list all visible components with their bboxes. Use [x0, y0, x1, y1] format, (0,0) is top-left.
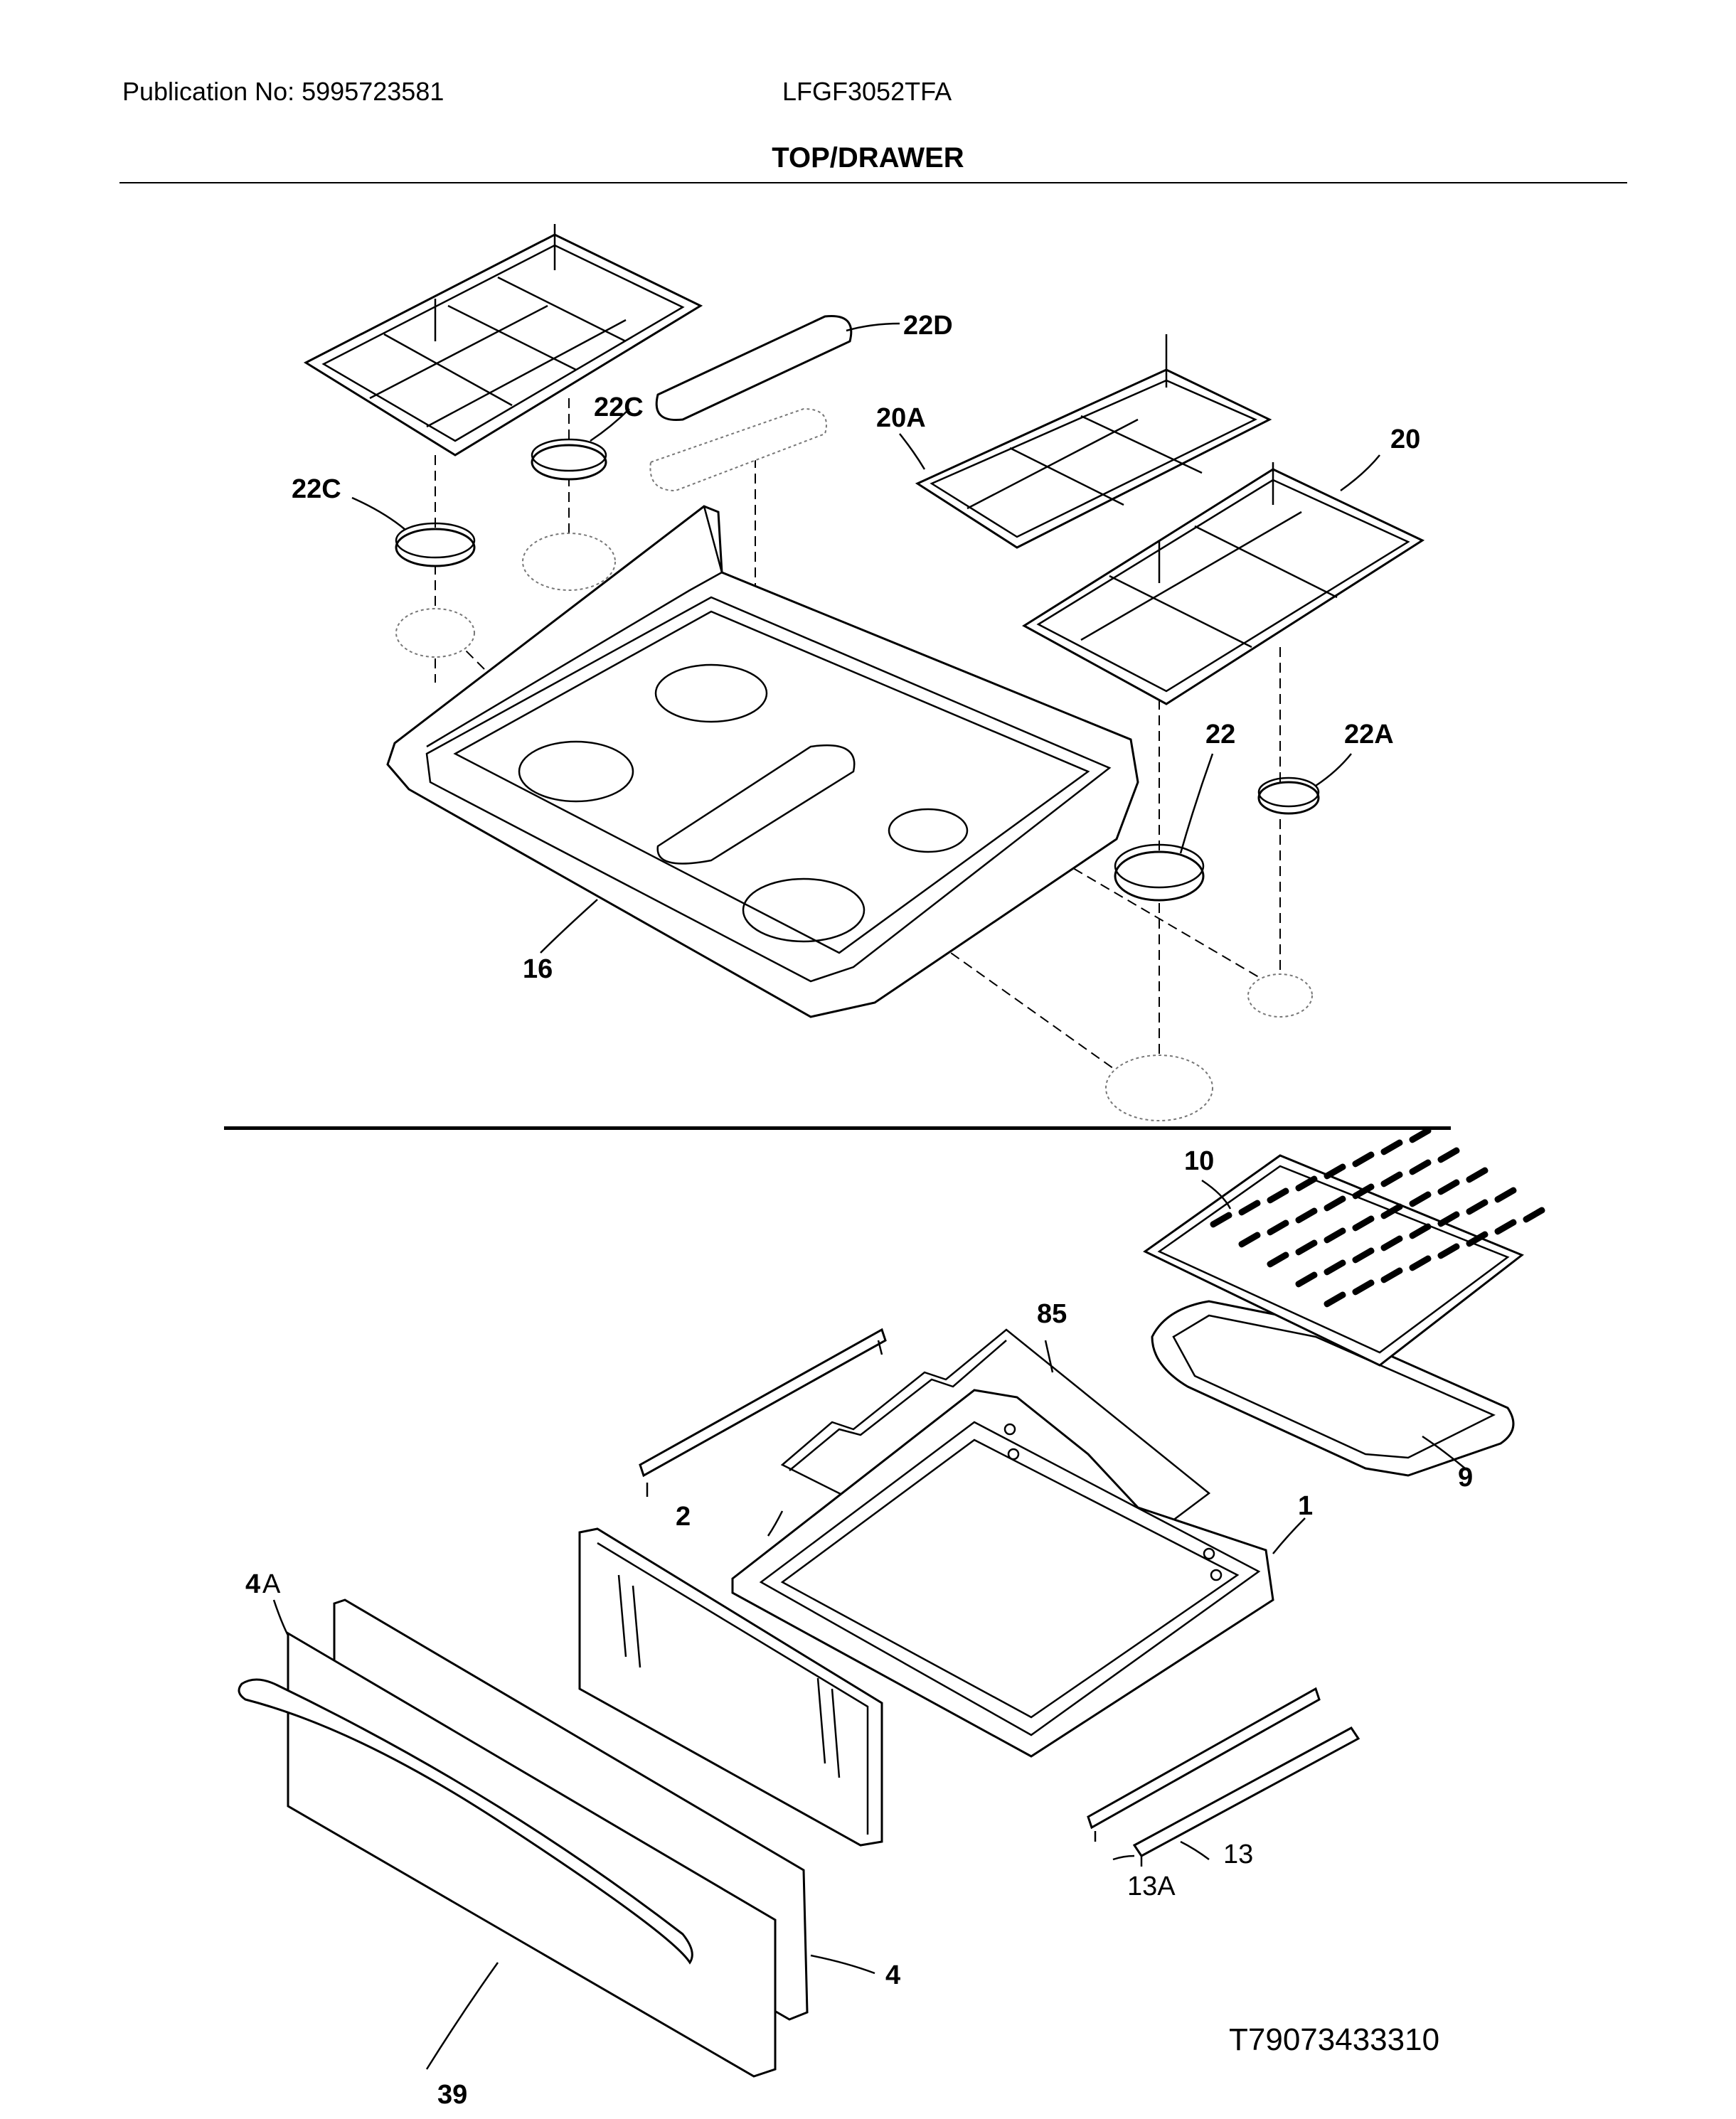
grid-slot [1238, 1200, 1261, 1216]
callout-13A: 13A [1127, 1872, 1176, 1901]
grid-slot [1380, 1203, 1403, 1219]
grid-slot [1267, 1219, 1289, 1236]
grid-slot [1466, 1231, 1489, 1247]
grid-slot [1437, 1243, 1460, 1259]
broiler-pan-9 [1151, 1300, 1515, 1477]
callout-4A-letter: A [262, 1569, 281, 1599]
grid-slot [1494, 1219, 1517, 1235]
grid-slot [1352, 1183, 1375, 1200]
callout-20: 20 [1390, 425, 1420, 454]
callout-labels: 22D 22C 22C 20A 20 22 22A 16 10 85 9 2 1… [245, 311, 1473, 2110]
grid-slot [1324, 1291, 1346, 1308]
model-number: LFGF3052TFA [782, 77, 952, 106]
callout-22C-right: 22C [594, 393, 644, 422]
cooktop-16 [386, 505, 1139, 1018]
grid-slot [1324, 1163, 1346, 1180]
burner-cap-22 [1114, 843, 1205, 902]
grate-20A [915, 334, 1272, 549]
callout-20A: 20A [876, 403, 926, 433]
callout-16: 16 [523, 954, 553, 984]
grate-left [303, 224, 703, 457]
leader-lines [272, 322, 1466, 2070]
drawer-handle-39 [238, 1678, 693, 1965]
grid-slot [1409, 1127, 1432, 1143]
grid-slot [1380, 1139, 1403, 1155]
callout-9: 9 [1458, 1463, 1473, 1493]
section-divider [224, 1126, 1451, 1130]
grid-slot [1210, 1212, 1232, 1228]
callout-10: 10 [1184, 1146, 1214, 1176]
drawer-panel [578, 1527, 883, 1847]
grid-slot [1324, 1259, 1346, 1276]
grid-slot [1409, 1191, 1432, 1207]
callout-85: 85 [1037, 1299, 1067, 1329]
grid-slot [1295, 1175, 1318, 1192]
grid-slot [1352, 1279, 1375, 1296]
callout-22C-left: 22C [292, 474, 341, 504]
grid-slot [1409, 1159, 1432, 1175]
section-title: TOP/DRAWER [772, 142, 964, 174]
header-divider [119, 182, 1627, 183]
callout-22: 22 [1205, 720, 1235, 749]
burner-heads [395, 533, 1313, 1121]
grid-slot [1324, 1195, 1346, 1212]
burner-cap-22C-right [531, 438, 607, 481]
callout-13: 13 [1223, 1840, 1253, 1869]
drawer-slide-13A [1087, 1687, 1321, 1842]
grid-slot [1352, 1151, 1375, 1168]
grid-slot [1295, 1271, 1318, 1288]
grid-slot [1295, 1239, 1318, 1256]
grid-slot [1523, 1207, 1545, 1223]
grid-slot [1437, 1211, 1460, 1227]
callout-39: 39 [437, 2080, 467, 2110]
grid-slot [1466, 1199, 1489, 1215]
grid-slot [1466, 1167, 1489, 1183]
grid-slot [1409, 1223, 1432, 1239]
burner-cap-22A [1257, 776, 1320, 815]
callout-4-number: 4 [245, 1569, 260, 1599]
simmer-plate-22D [649, 314, 853, 492]
grid-slot [1380, 1267, 1403, 1283]
drawer-slide-2 [639, 1328, 887, 1497]
grid-slot [1267, 1251, 1289, 1268]
grid-slot [1380, 1235, 1403, 1251]
drawer-slide-13 [1132, 1726, 1360, 1867]
grid-slot [1295, 1207, 1318, 1224]
grid-slot [1352, 1247, 1375, 1264]
grate-20 [1022, 462, 1425, 705]
drawer-body-1 [731, 1389, 1274, 1758]
grid-slot [1352, 1215, 1375, 1232]
grid-slot [1324, 1227, 1346, 1244]
grid-slot [1238, 1232, 1261, 1248]
grid-slot [1494, 1187, 1517, 1203]
grid-slot [1437, 1179, 1460, 1195]
drawer-front-4A [287, 1631, 777, 2078]
drawing-code: T79073433310 [1229, 2022, 1440, 2057]
callout-22D: 22D [903, 311, 953, 341]
broiler-grid-10 [1143, 1127, 1545, 1367]
callout-1: 1 [1298, 1491, 1313, 1521]
callout-4: 4 [885, 1960, 900, 1990]
callout-2: 2 [676, 1502, 691, 1532]
callout-22A: 22A [1344, 720, 1394, 749]
grid-slot [1409, 1255, 1432, 1271]
grid-slot [1437, 1147, 1460, 1163]
grid-slot [1267, 1187, 1289, 1204]
grid-slot [1380, 1171, 1403, 1187]
burner-cap-22C-left [395, 522, 476, 567]
publication-number: Publication No: 5995723581 [122, 77, 444, 106]
